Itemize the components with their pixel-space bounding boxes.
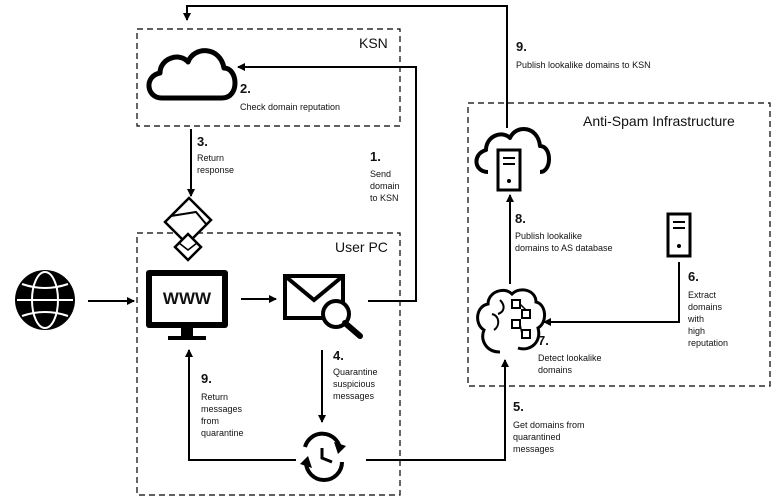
quarantine-clock-icon bbox=[300, 431, 346, 482]
cloud-server-icon bbox=[474, 127, 551, 192]
cloud-icon bbox=[146, 48, 238, 101]
step-6-number: 6. bbox=[688, 269, 699, 284]
step-5-number: 5. bbox=[513, 399, 524, 414]
mail-search-icon bbox=[283, 274, 363, 339]
envelope-icon bbox=[163, 196, 213, 262]
ksn-title: KSN bbox=[359, 35, 388, 51]
arrow-step-6 bbox=[543, 262, 680, 326]
server-icon bbox=[666, 212, 692, 258]
anti-spam-title: Anti-Spam Infrastructure bbox=[583, 113, 735, 129]
step-9-return-number: 9. bbox=[201, 371, 212, 386]
step-1-number: 1. bbox=[370, 149, 381, 164]
brain-circuit-icon bbox=[476, 288, 546, 354]
arrow-step-5 bbox=[366, 359, 509, 461]
step-4-number: 4. bbox=[333, 348, 344, 363]
anti-spam-box bbox=[467, 102, 771, 387]
step-9-publish-number: 9. bbox=[516, 39, 527, 54]
step-3-number: 3. bbox=[197, 134, 208, 149]
arrow-step-9-publish bbox=[183, 5, 508, 128]
arrow-step-9-return bbox=[185, 349, 296, 461]
step-9-publish-label: Publish lookalike domains to KSN bbox=[516, 60, 651, 70]
user-pc-title: User PC bbox=[335, 239, 388, 255]
step-8-number: 8. bbox=[515, 211, 526, 226]
www-label: WWW bbox=[162, 289, 212, 308]
globe-icon bbox=[15, 270, 75, 330]
www-monitor-icon bbox=[146, 270, 228, 340]
arrow-step-1 bbox=[237, 63, 417, 302]
step-2-number: 2. bbox=[240, 81, 251, 96]
user-pc-box bbox=[136, 232, 401, 496]
step-2-label: Check domain reputation bbox=[240, 102, 341, 112]
ksn-box bbox=[136, 28, 401, 127]
step-7-number: 7. bbox=[538, 333, 549, 348]
